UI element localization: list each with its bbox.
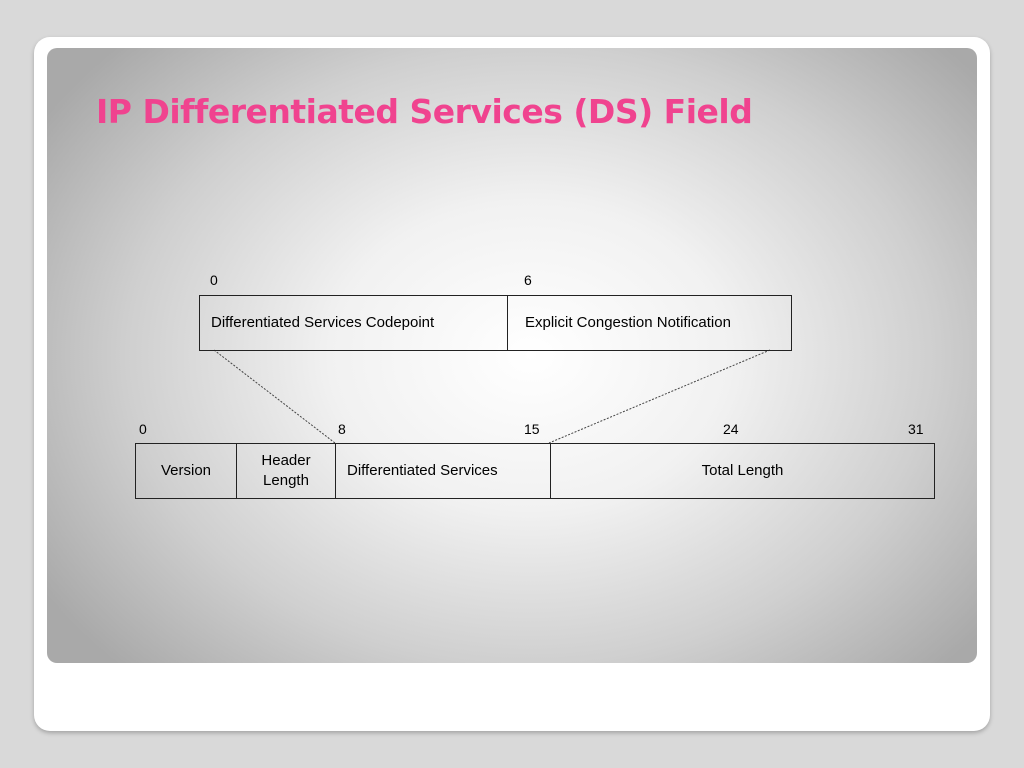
slide-background	[47, 48, 977, 663]
ip-bit-label-24: 24	[723, 421, 739, 437]
field-ecn: Explicit Congestion Notification	[508, 296, 791, 350]
slide-title: IP Differentiated Services (DS) Field	[96, 92, 753, 131]
field-ecn-label: Explicit Congestion Notification	[525, 314, 731, 331]
field-header-length: Header Length	[237, 444, 336, 498]
field-version: Version	[136, 444, 237, 498]
field-version-label: Version	[160, 462, 212, 479]
ip-header-box: Version Header Length Differentiated Ser…	[135, 443, 935, 499]
ip-bit-label-15: 15	[524, 421, 540, 437]
ip-bit-label-8: 8	[338, 421, 346, 437]
field-differentiated-services: Differentiated Services	[336, 444, 551, 498]
ip-bit-label-31: 31	[908, 421, 924, 437]
field-ds-codepoint-label: Differentiated Services Codepoint	[211, 314, 435, 331]
ip-bit-label-0: 0	[139, 421, 147, 437]
field-ds-codepoint: Differentiated Services Codepoint	[200, 296, 508, 350]
field-differentiated-services-label: Differentiated Services	[347, 462, 498, 479]
field-header-length-label: Header Length	[261, 452, 311, 489]
ds-field-box: Differentiated Services Codepoint Explic…	[199, 295, 792, 351]
field-total-length: Total Length	[551, 444, 934, 498]
field-total-length-label: Total Length	[701, 462, 784, 479]
ds-bit-label-6: 6	[524, 272, 532, 288]
ds-bit-label-0: 0	[210, 272, 218, 288]
